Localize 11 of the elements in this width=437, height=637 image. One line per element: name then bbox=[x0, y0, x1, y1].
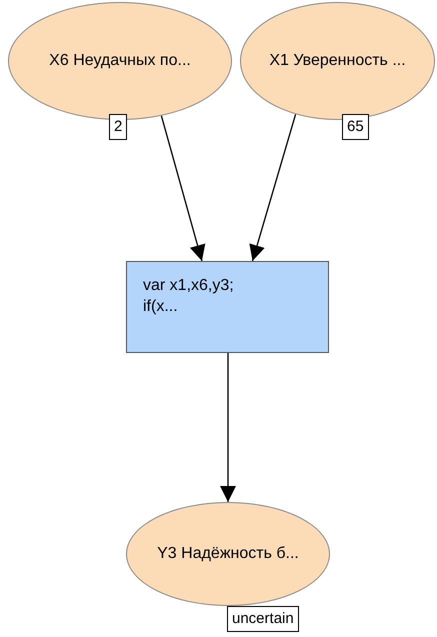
node-label: X1 Уверенность ... bbox=[269, 52, 406, 70]
arrow bbox=[220, 353, 236, 502]
value-label: 65 bbox=[342, 114, 369, 140]
formula-box bbox=[126, 261, 329, 353]
value-label: uncertain bbox=[227, 606, 299, 632]
arrow bbox=[160, 116, 206, 262]
node-label: X6 Неудачных по... bbox=[49, 52, 191, 70]
arrow bbox=[249, 114, 296, 262]
formula-text: var x1,x6,y3; if(x... bbox=[143, 276, 235, 317]
node-label: Y3 Надёжность б... bbox=[157, 545, 299, 563]
value-label: 2 bbox=[109, 114, 128, 140]
